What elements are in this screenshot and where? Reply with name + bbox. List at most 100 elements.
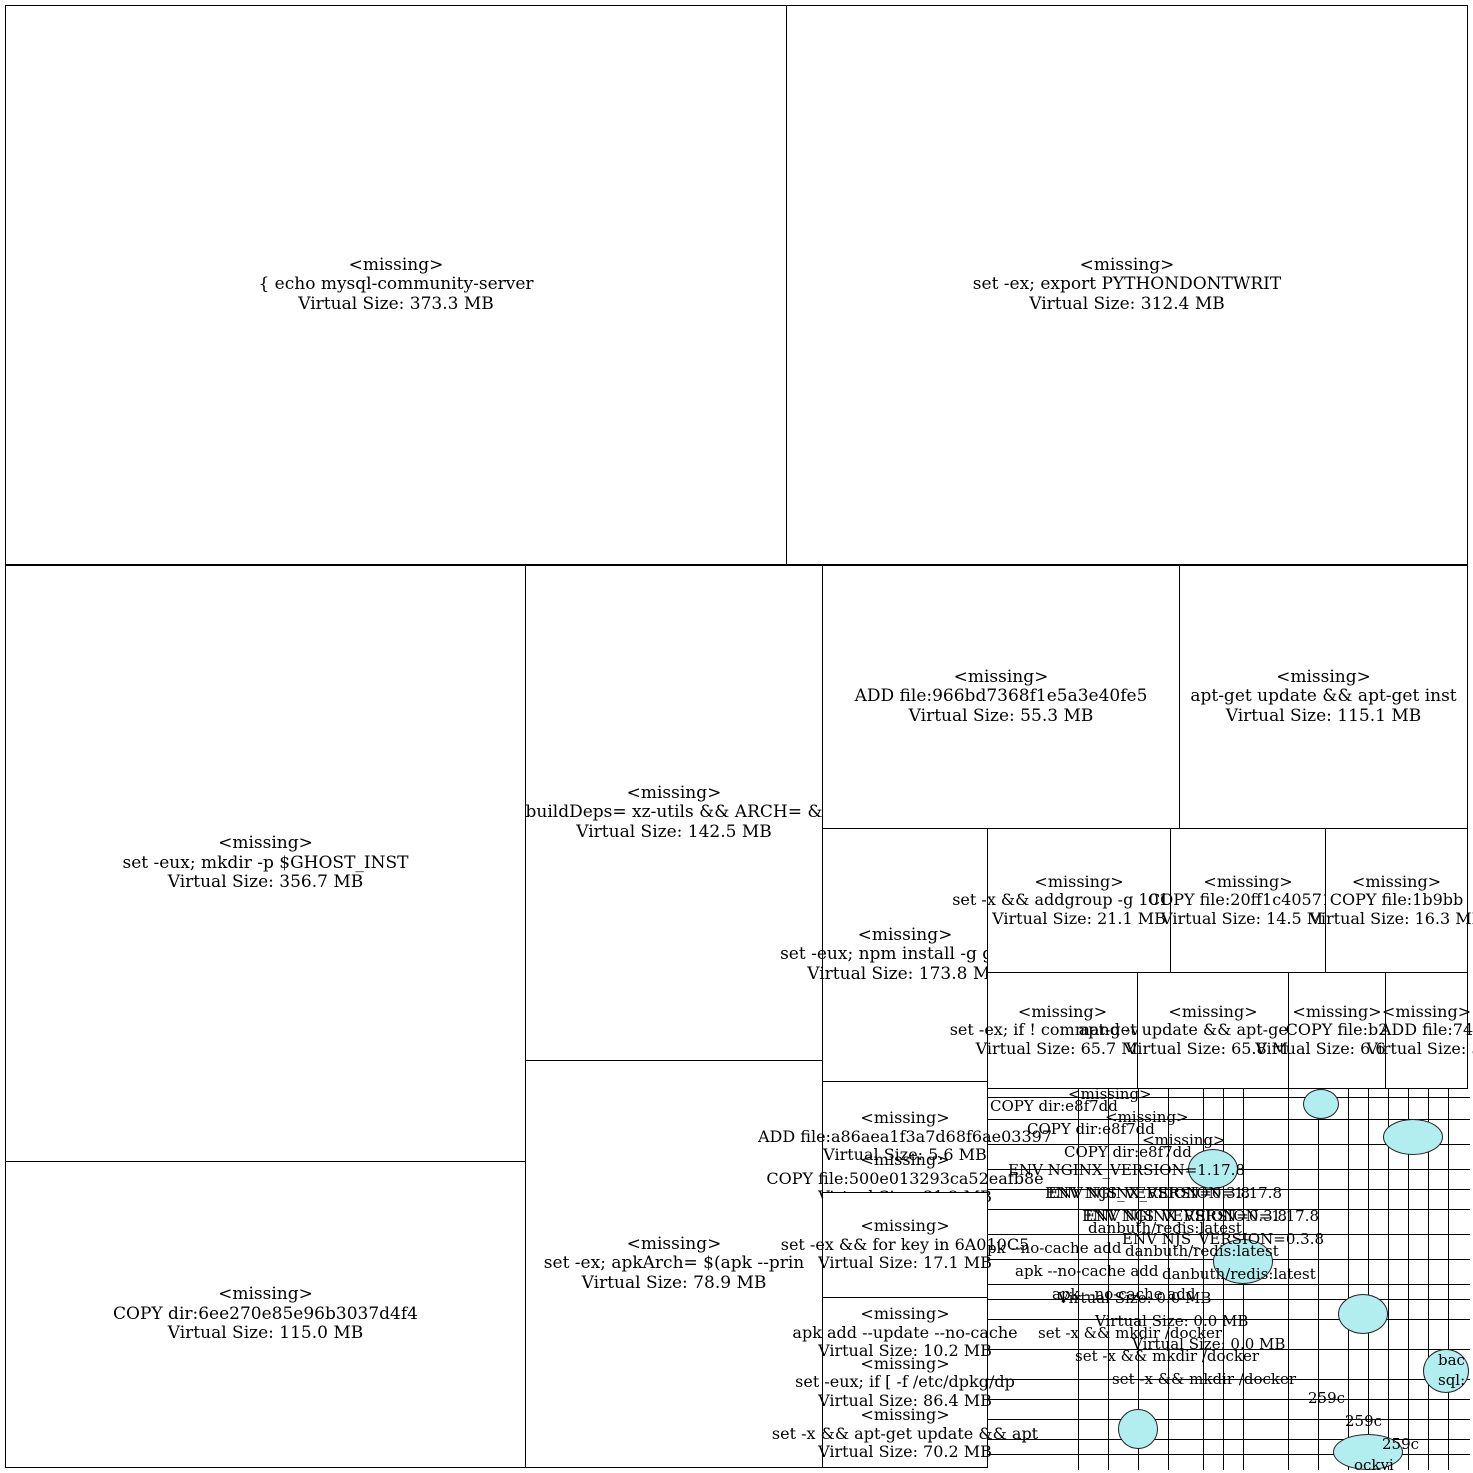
cell-title: <missing> [1203, 871, 1293, 891]
cell-command: apt-get update && apt-get inst [1190, 686, 1457, 707]
cell-size: Virtual Size: 115.0 MB [167, 1323, 364, 1344]
treemap-cell-apt-get-2[interactable]: <missing>set -x && apt-get update && apt… [772, 1400, 1038, 1468]
cell-command: COPY file:1b9bb [1329, 890, 1464, 910]
highlight-node[interactable] [1213, 1239, 1273, 1284]
cell-title: <missing> [860, 1150, 950, 1170]
cell-command: COPY file:b2 [1285, 1020, 1389, 1040]
cell-command: set -ex; export PYTHONDONTWRIT [972, 274, 1282, 295]
clutter-label: ENV NGINX_VERSION=1.17.8 [1082, 1207, 1319, 1225]
clutter-label: <missing> [1142, 1131, 1226, 1149]
clutter-label: ockvi [1354, 1456, 1394, 1470]
highlight-node[interactable] [1333, 1434, 1403, 1470]
cell-title: <missing> [860, 1216, 950, 1236]
cell-command: set -eux; npm install -g ghost [780, 944, 1030, 965]
clutter-label: ENV NJS_VERSION=0.3.8 [1122, 1230, 1325, 1248]
clutter-label: 259c [1345, 1412, 1383, 1430]
cell-title: <missing> [1017, 1001, 1108, 1021]
cell-title: <missing> [348, 254, 444, 275]
cell-size: Virtual Size: 356.7 MB [167, 872, 364, 893]
cell-divider [1203, 1089, 1204, 1470]
cell-command: buildDeps= xz-utils && ARCH= & [525, 802, 823, 823]
highlight-node[interactable] [1423, 1349, 1469, 1393]
cell-divider [988, 1439, 1470, 1440]
cell-title: <missing> [860, 1405, 950, 1425]
cell-divider [1138, 1089, 1139, 1470]
cell-label: <missing>set -x && apt-get update && apt… [771, 1405, 1039, 1462]
cell-title: <missing> [626, 1233, 722, 1254]
cell-divider [1318, 1089, 1319, 1470]
cell-title: <missing> [860, 1304, 950, 1324]
cell-divider [988, 1454, 1470, 1455]
cell-divider [988, 1209, 1470, 1210]
cell-divider [1408, 1089, 1409, 1470]
cell-title: <missing> [1034, 871, 1124, 891]
cell-label: <missing>apt-get update && apt-get upgra… [1079, 1002, 1348, 1058]
cell-size: Virtual Size: 78.9 MB [581, 1272, 767, 1293]
clutter-label: ENV NGINX_VERSION=1.17.8 [1008, 1161, 1245, 1179]
cell-title: <missing> [1079, 254, 1175, 275]
cell-command: set -eux; mkdir -p $GHOST_INST [122, 852, 409, 873]
cell-label: <missing>buildDeps= xz-utils && ARCH= &V… [525, 782, 823, 843]
cell-divider [1348, 1089, 1349, 1470]
cell-label: <missing>ADD file:a86aea1f3a7d68f6ae0339… [758, 1109, 1052, 1165]
cell-divider [1108, 1089, 1109, 1470]
cell-divider [988, 1349, 1470, 1350]
highlight-node[interactable] [1188, 1149, 1238, 1189]
cell-command: COPY file:500e013293ca52eafb8e [766, 1168, 1044, 1188]
cell-size: Virtual Size: 6.6 MB [1255, 1038, 1419, 1058]
cell-divider [1428, 1089, 1429, 1470]
cell-command: apk add --update --no-cache [792, 1322, 1018, 1342]
highlight-node[interactable] [1118, 1409, 1158, 1449]
highlight-node[interactable] [1338, 1294, 1388, 1334]
treemap-cell-builddeps[interactable]: <missing>buildDeps= xz-utils && ARCH= &V… [525, 565, 823, 1061]
cell-command: ADD file:966bd7368f1e5a3e40fe5 [854, 686, 1148, 707]
cell-size: Virtual Size: 173.8 MB [807, 963, 1003, 984]
clutter-label: apk --no-cache add [1052, 1285, 1196, 1303]
treemap-cell-apt-get-upgrade[interactable]: <missing>apt-get update && apt-get upgra… [1079, 972, 1347, 1089]
cell-divider [988, 1419, 1470, 1420]
highlight-node[interactable] [1303, 1089, 1339, 1119]
cell-divider [1388, 1089, 1389, 1470]
cell-divider [1223, 1089, 1224, 1470]
cell-size: Virtual Size: 16.3 MB [1309, 908, 1473, 928]
clutter-label: ENV NJS_VERSION=0.3.8 [1085, 1207, 1288, 1225]
cell-title: <missing> [1381, 1001, 1472, 1021]
cell-divider [988, 1144, 1470, 1145]
highlight-node[interactable] [1383, 1119, 1443, 1155]
cell-command: ADD file:a86aea1f3a7d68f6ae03397 [758, 1126, 1052, 1146]
cell-divider [988, 1399, 1470, 1400]
clutter-label: COPY dir:e8f7dd [1027, 1120, 1155, 1138]
clutter-label: COPY dir:e8f7dd [990, 1097, 1118, 1115]
clutter-label: Virtual Size: 0.0 MB [1058, 1289, 1212, 1307]
cell-size: Virtual Size: 142.5 MB [576, 821, 772, 842]
cell-command: set -x && addgroup -g 101 -S n [952, 890, 1206, 910]
cell-command: set -x && apt-get update && apt [771, 1423, 1039, 1443]
treemap-cell-add-file-86[interactable]: <missing> ADD file:a86aea1f3a7d68f6ae0339… [758, 1081, 1052, 1193]
cell-command: ADD file:74 [1379, 1020, 1473, 1040]
cell-title: <missing> [626, 782, 722, 803]
